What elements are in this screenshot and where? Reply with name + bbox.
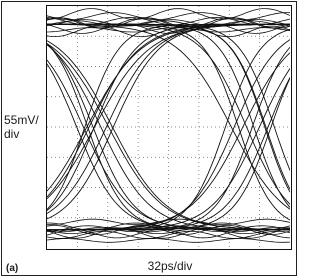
rail-trace	[47, 16, 290, 26]
rail-trace	[47, 227, 290, 239]
rail-trace	[47, 23, 290, 34]
eye-trace	[47, 23, 290, 220]
eye-diagram-svg	[47, 6, 290, 248]
rail-trace	[47, 225, 290, 232]
panel-label: (a)	[6, 263, 19, 274]
rail-trace	[47, 27, 290, 33]
rail-trace	[47, 17, 290, 29]
y-axis-label: 55mV/ div	[4, 113, 48, 141]
eye-trace	[47, 52, 290, 231]
rail-trace	[47, 8, 290, 20]
y-axis-label-line2: div	[4, 127, 20, 141]
rail-trace	[47, 227, 290, 234]
figure-frame	[1, 1, 297, 276]
eye-trace	[47, 23, 290, 192]
rail-trace	[47, 12, 290, 21]
eye-trace	[47, 23, 290, 210]
eye-trace	[47, 23, 290, 210]
rail-trace	[47, 238, 290, 243]
eye-trace	[47, 28, 290, 231]
x-axis-label: 32ps/div	[147, 259, 193, 273]
rail-trace	[47, 19, 290, 27]
rail-trace	[47, 226, 290, 233]
eye-trace	[47, 40, 290, 231]
eye-trace	[47, 43, 290, 231]
y-axis-label-line1: 55mV/	[4, 113, 39, 127]
eye-diagram-plot	[46, 5, 292, 250]
rail-trace	[47, 218, 290, 226]
rail-trace	[47, 230, 290, 239]
rail-trace	[47, 20, 290, 27]
